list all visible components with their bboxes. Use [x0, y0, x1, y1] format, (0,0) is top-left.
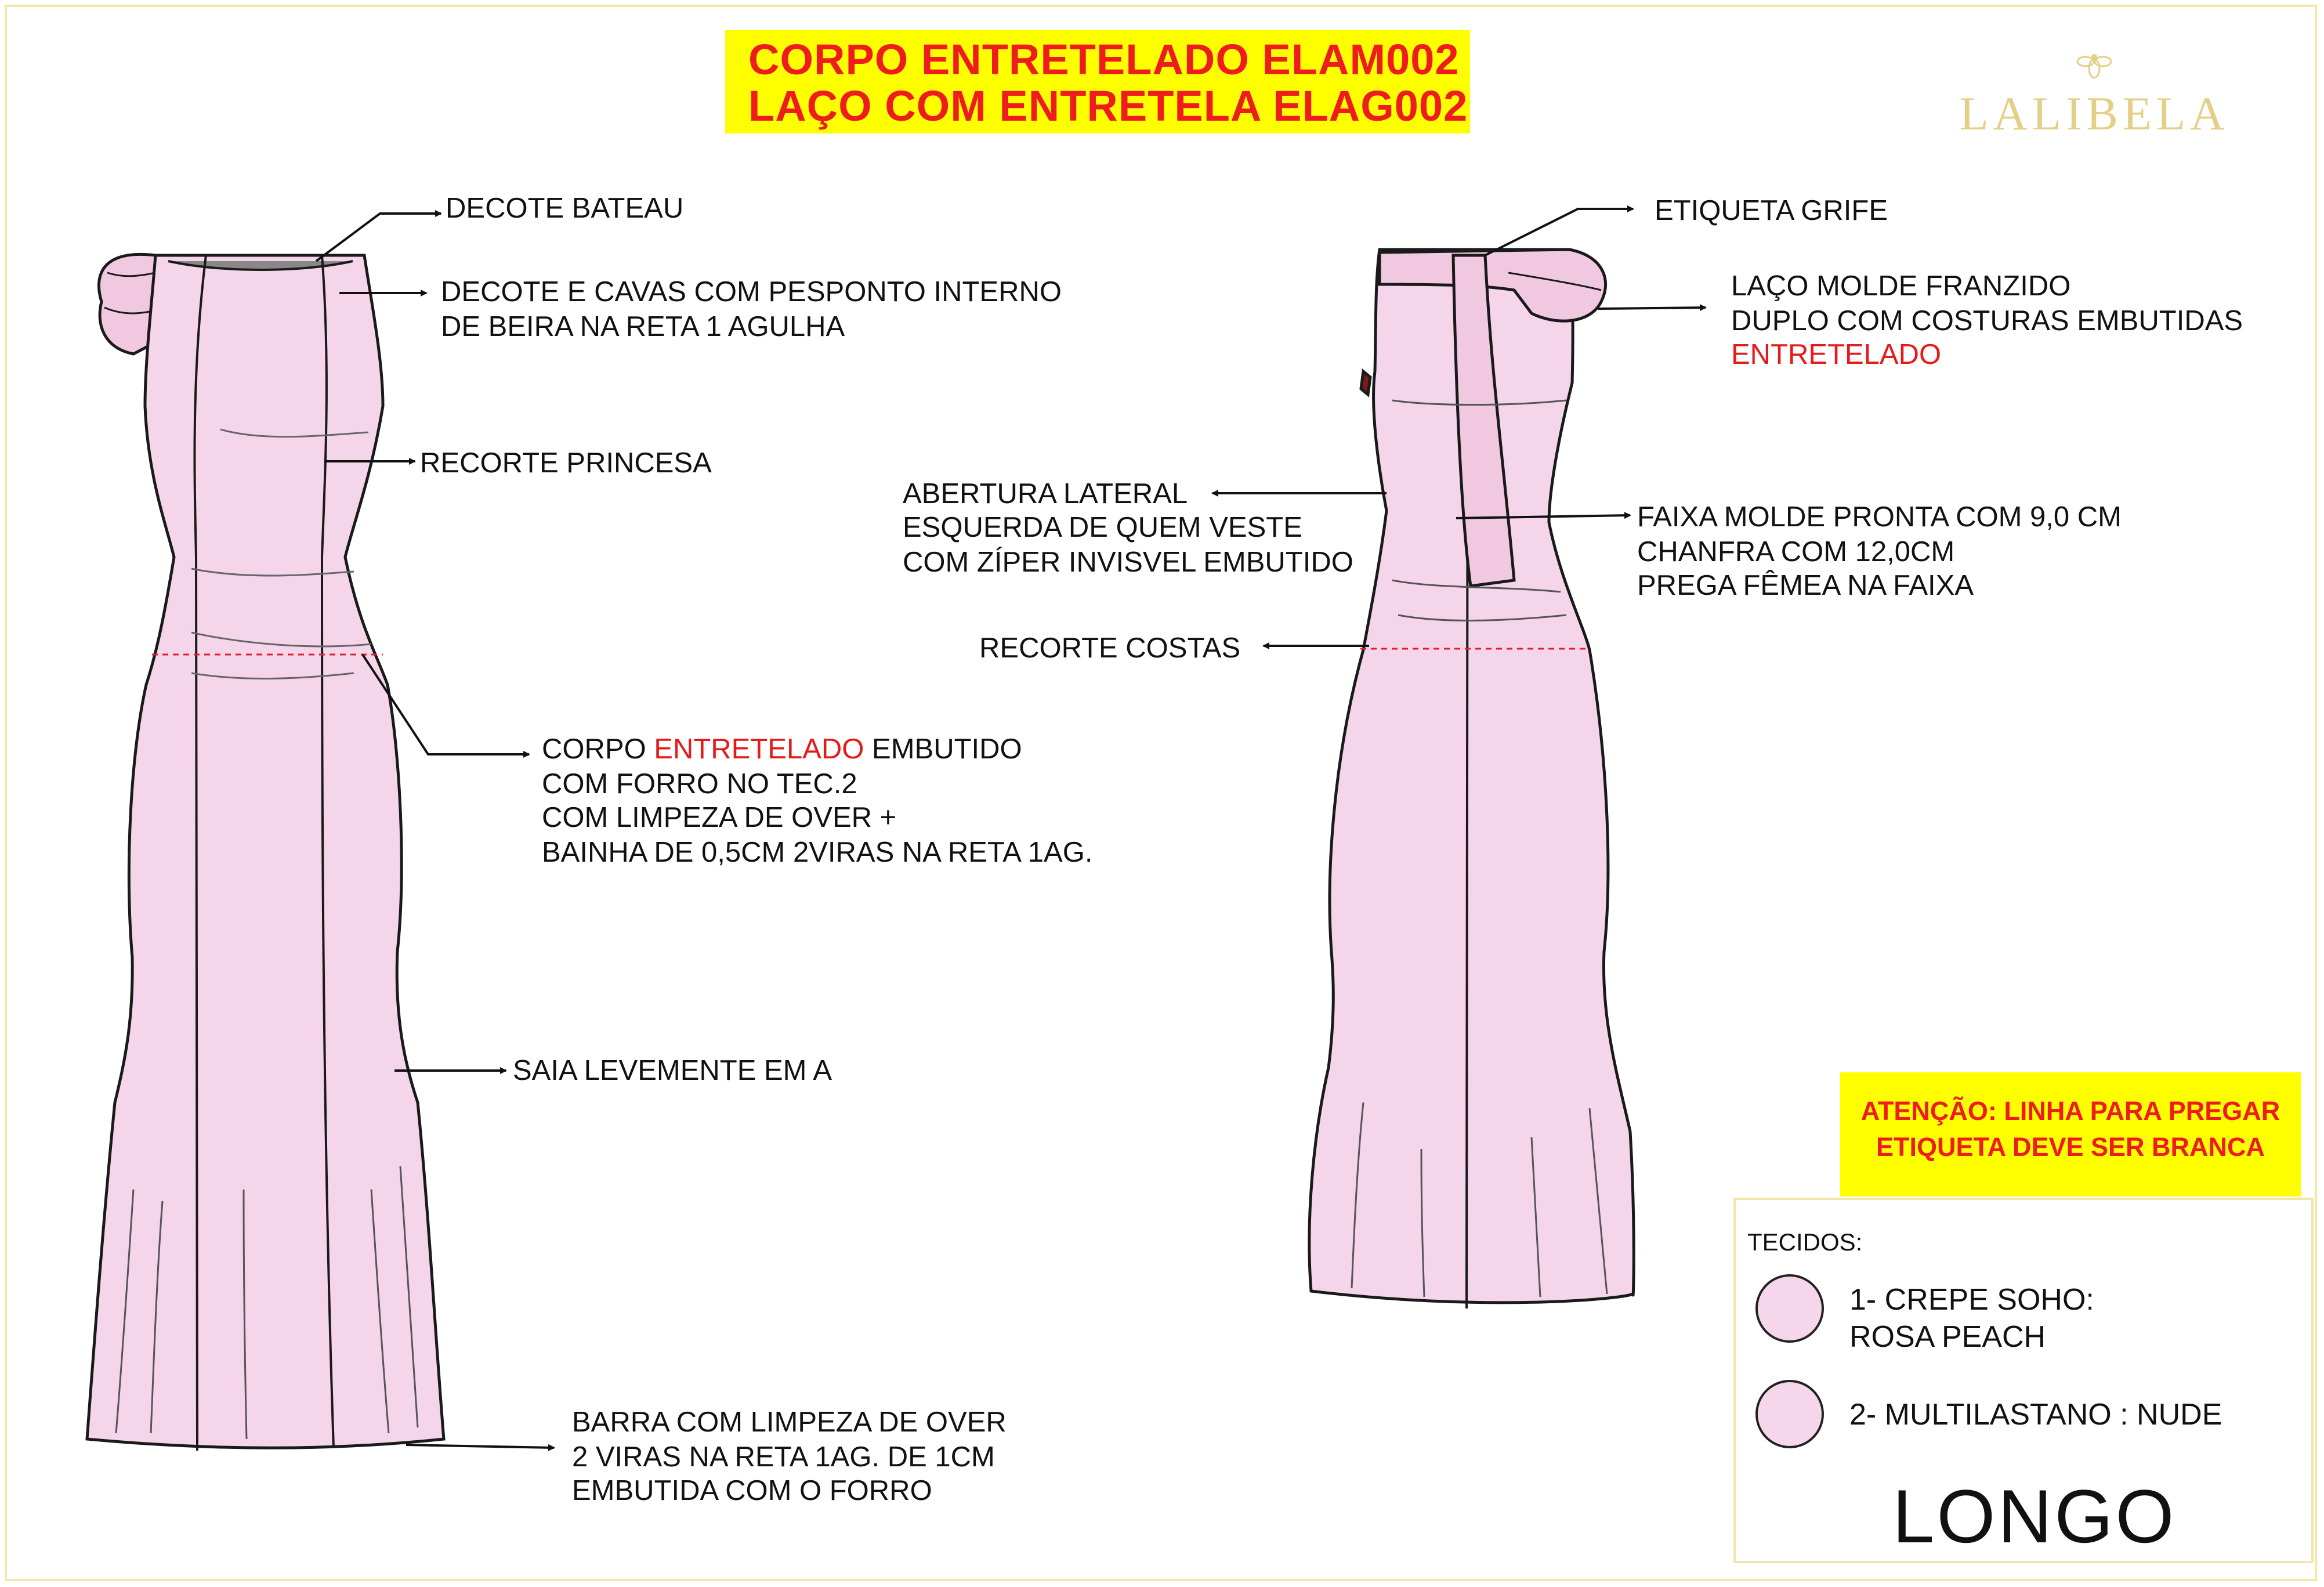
- label-laco-2: DUPLO COM COSTURAS EMBUTIDAS: [1731, 305, 2243, 337]
- label-recorte-princesa: RECORTE PRINCESA: [420, 447, 712, 479]
- label-etiqueta-grife: ETIQUETA GRIFE: [1655, 195, 1888, 226]
- warning-line-1: ATENÇÃO: LINHA PARA PREGAR: [1860, 1096, 2280, 1126]
- label-barra-1: BARRA COM LIMPEZA DE OVER: [572, 1407, 1007, 1438]
- legend-fabric2: 2- MULTILASTANO : NUDE: [1849, 1398, 2222, 1431]
- label-corpo-1b: ENTRETELADO: [654, 733, 864, 765]
- legend-heading: TECIDOS:: [1747, 1228, 1863, 1256]
- legend-fabric1-line2: ROSA PEACH: [1849, 1320, 2046, 1354]
- label-cavas-1: DECOTE E CAVAS COM PESPONTO INTERNO: [441, 276, 1062, 308]
- label-corpo-1a: CORPO: [542, 733, 654, 765]
- label-faixa-3: PREGA FÊMEA NA FAIXA: [1637, 570, 1974, 601]
- title-line-2: LAÇO COM ENTRETELA ELAG002: [748, 82, 1468, 130]
- label-laco-1: LAÇO MOLDE FRANZIDO: [1731, 270, 2071, 302]
- label-decote-bateau: DECOTE BATEAU: [446, 193, 684, 224]
- warning-line-2: ETIQUETA DEVE SER BRANCA: [1876, 1132, 2265, 1162]
- bee-icon: [2076, 54, 2112, 79]
- label-cavas-2: DE BEIRA NA RETA 1 AGULHA: [441, 311, 845, 342]
- front-dress: [85, 253, 446, 1451]
- back-dress: [1308, 248, 1635, 1309]
- label-barra-2: 2 VIRAS NA RETA 1AG. DE 1CM: [572, 1441, 995, 1473]
- label-corpo-2: COM FORRO NO TEC.2: [542, 768, 857, 800]
- legend-fabric1-line1: 1- CREPE SOHO:: [1849, 1283, 2094, 1317]
- fabric-legend: TECIDOS: 1- CREPE SOHO: ROSA PEACH 2- MU…: [1733, 1198, 2314, 1563]
- back-arrows: [1211, 205, 1707, 649]
- length-label: LONGO: [1892, 1474, 2177, 1559]
- label-corpo-1: CORPO ENTRETELADO EMBUTIDO: [542, 732, 1022, 766]
- label-abertura-3: COM ZÍPER INVISVEL EMBUTIDO: [903, 547, 1353, 578]
- fabric-swatch-2: [1755, 1380, 1824, 1448]
- label-abertura-2: ESQUERDA DE QUEM VESTE: [903, 512, 1302, 543]
- label-saia: SAIA LEVEMENTE EM A: [513, 1055, 832, 1086]
- label-corpo-3: COM LIMPEZA DE OVER +: [542, 802, 897, 833]
- label-barra-3: EMBUTIDA COM O FORRO: [572, 1475, 932, 1506]
- brand-logo: LALIBELA: [1955, 49, 2233, 141]
- title-banner: CORPO ENTRETELADO ELAM002 LAÇO COM ENTRE…: [725, 30, 1470, 133]
- label-laco-3: ENTRETELADO: [1731, 339, 1942, 370]
- label-corpo-4: BAINHA DE 0,5CM 2VIRAS NA RETA 1AG.: [542, 837, 1093, 868]
- brand-name: LALIBELA: [1959, 87, 2229, 140]
- title-line-1: CORPO ENTRETELADO ELAM002: [748, 35, 1460, 84]
- label-corpo-1c: EMBUTIDO: [864, 733, 1022, 765]
- front-arrows: [315, 210, 555, 1451]
- page-border: [5, 5, 2317, 1581]
- label-recorte-costas: RECORTE COSTAS: [979, 632, 1241, 664]
- fabric-swatch-1: [1755, 1274, 1824, 1343]
- label-abertura-1: ABERTURA LATERAL: [903, 478, 1188, 509]
- label-faixa-1: FAIXA MOLDE PRONTA COM 9,0 CM: [1637, 501, 2122, 533]
- label-faixa-2: CHANFRA COM 12,0CM: [1637, 536, 1955, 567]
- warning-box: ATENÇÃO: LINHA PARA PREGAR ETIQUETA DEVE…: [1840, 1072, 2301, 1196]
